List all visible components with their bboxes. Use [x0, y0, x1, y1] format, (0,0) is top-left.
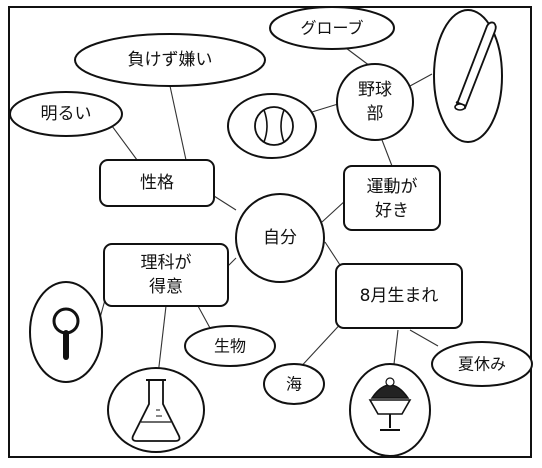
link-club-glove: [345, 47, 371, 67]
magnifying-glass-icon: [29, 281, 103, 383]
link-science-flask: [157, 305, 167, 376]
shaved-ice-icon: [349, 363, 431, 457]
link-personality-stubborn: [169, 85, 187, 161]
link-birthday-sea: [295, 317, 347, 373]
baseball-club-line2: 部: [367, 104, 384, 124]
link-science-living: [197, 305, 211, 329]
link-sports-club: [381, 139, 393, 167]
cheerful-label: 明るい: [41, 104, 92, 124]
sports-label-line2: 好き: [375, 201, 409, 221]
living-things-node: 生物: [184, 325, 276, 367]
birthday-node: 8月生まれ: [335, 263, 463, 329]
link-birthday-shavedice: [393, 329, 399, 365]
link-club-ball: [311, 103, 339, 113]
sea-label: 海: [286, 375, 302, 394]
link-self-birthday: [324, 241, 343, 269]
birthday-label: 8月生まれ: [360, 286, 439, 306]
baseball-bat-icon: [433, 9, 503, 143]
summer-vacation-label: 夏休み: [458, 355, 506, 374]
flask-icon: [107, 367, 205, 453]
link-birthday-summer: [409, 329, 439, 347]
baseball-club-node: 野球 部: [336, 63, 414, 141]
glove-node: グローブ: [269, 6, 395, 50]
connector-lines: [97, 47, 439, 376]
science-node: 理科が 得意: [103, 243, 229, 307]
link-club-bat: [409, 73, 433, 87]
link-self-personality: [213, 195, 237, 211]
summer-vacation-node: 夏休み: [431, 341, 533, 387]
link-self-sports: [321, 199, 347, 223]
stubborn-node: 負けず嫌い: [74, 33, 266, 87]
stubborn-label: 負けず嫌い: [128, 50, 213, 70]
sports-label-line1: 運動が: [367, 177, 418, 197]
link-personality-cheerful: [111, 125, 141, 165]
center-node: 自分: [235, 193, 325, 283]
baseball-club-line1: 野球: [358, 80, 392, 100]
center-label: 自分: [263, 228, 297, 248]
personality-label: 性格: [140, 173, 174, 193]
sports-node: 運動が 好き: [343, 165, 441, 231]
science-label-line2: 得意: [149, 277, 183, 297]
glove-label: グローブ: [300, 19, 363, 38]
cheerful-node: 明るい: [9, 91, 123, 137]
science-label-line1: 理科が: [141, 253, 192, 273]
baseball-icon: [227, 93, 317, 159]
living-things-label: 生物: [214, 337, 246, 356]
personality-node: 性格: [99, 159, 215, 207]
sea-node: 海: [263, 363, 325, 405]
